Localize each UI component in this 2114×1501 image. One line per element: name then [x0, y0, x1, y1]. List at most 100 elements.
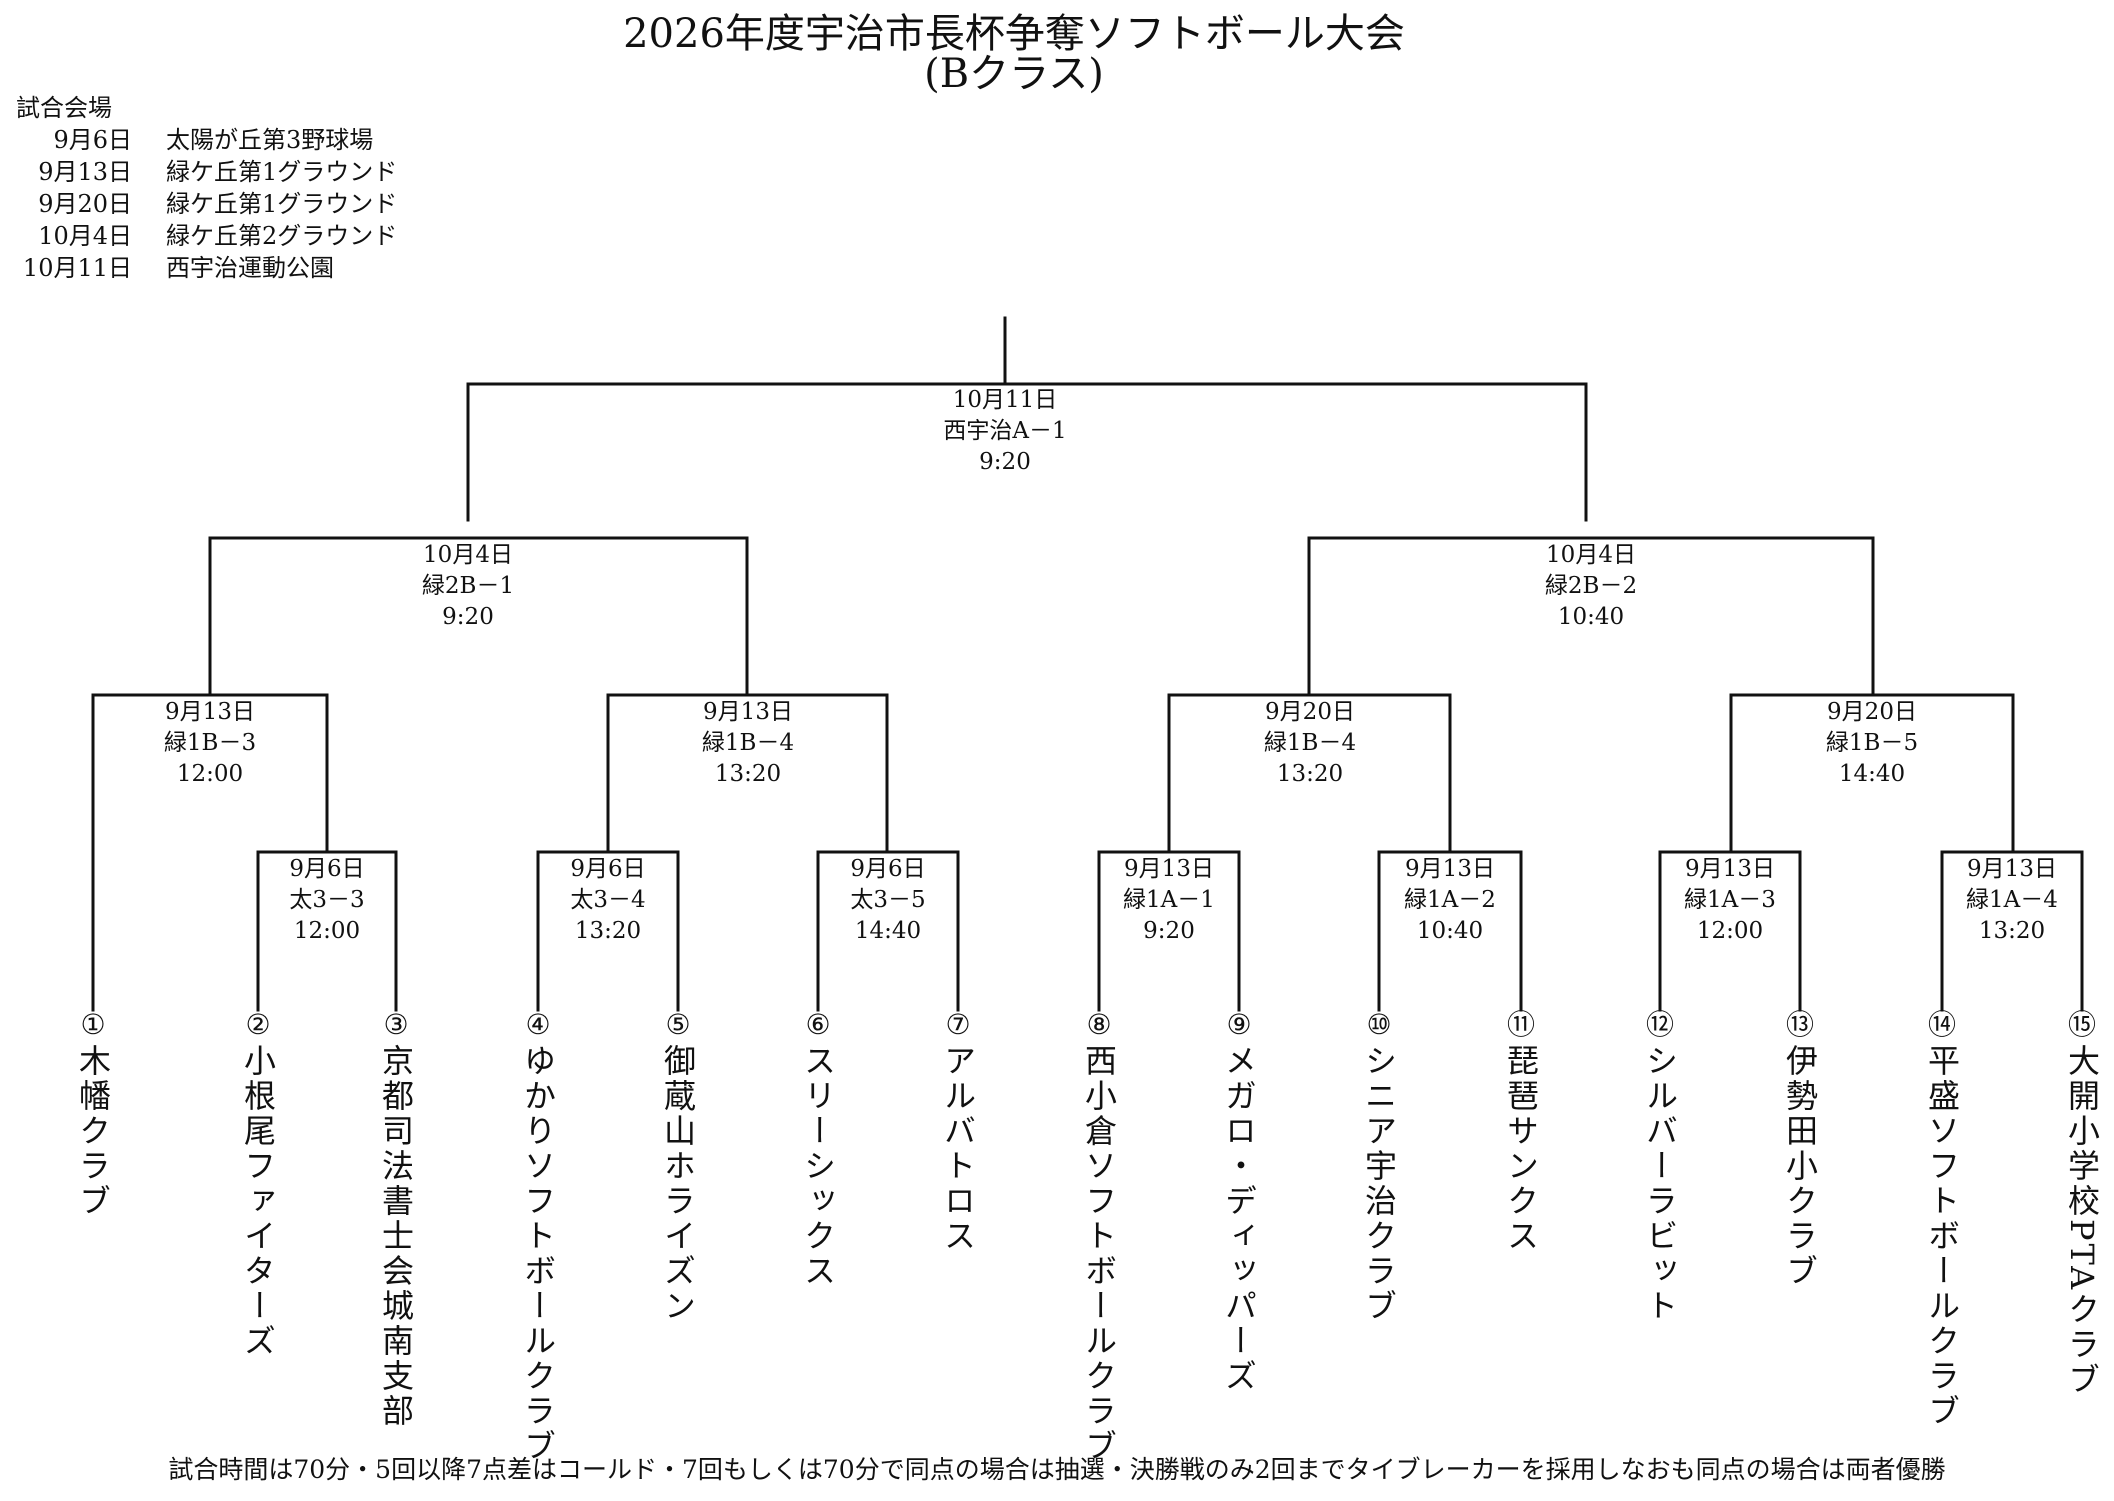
team-number: ⑬	[1785, 1008, 1814, 1041]
team-name: 御蔵山ホライズン	[659, 1044, 697, 1324]
match-date: 9月13日	[1685, 856, 1775, 882]
team-name: 琵琶サンクス	[1502, 1044, 1540, 1254]
team-number: ⑭	[1927, 1008, 1956, 1041]
team-number: ⑮	[2067, 1008, 2096, 1041]
team-name: 木幡クラブ	[74, 1044, 112, 1219]
match-time: 13:20	[714, 761, 782, 787]
venue-place: 西宇治運動公園	[166, 254, 334, 282]
match-date: 9月20日	[1827, 699, 1917, 725]
qf3-bracket	[1167, 693, 1452, 854]
match-qf3: 9月20日 緑1B－4 13:20	[1190, 697, 1430, 790]
team-number: ⑩	[1366, 1008, 1392, 1041]
team-name: メガロ・ディッパーズ	[1220, 1044, 1258, 1394]
match-time: 12:00	[1696, 918, 1764, 944]
final-bracket	[466, 382, 1588, 522]
venue-date: 10月4日	[38, 222, 132, 250]
match-court: 緑2B－2	[1544, 573, 1638, 599]
match-date: 9月6日	[850, 856, 926, 882]
team-number: ⑪	[1506, 1008, 1535, 1041]
team-number: ⑥	[805, 1008, 831, 1041]
match-time: 12:00	[176, 761, 244, 787]
match-court: 緑1B－3	[163, 730, 257, 756]
team-name: 京都司法書士会城南支部	[377, 1044, 415, 1429]
team-name: シニア宇治クラブ	[1360, 1044, 1398, 1324]
match-time: 9:20	[1143, 918, 1195, 944]
match-date: 9月6日	[570, 856, 646, 882]
team-number: ③	[383, 1008, 409, 1041]
team-number: ④	[525, 1008, 551, 1041]
match-time: 14:40	[1838, 761, 1906, 787]
venue-date: 9月6日	[53, 126, 132, 154]
match-court: 太3－5	[850, 887, 926, 913]
match-court: 西宇治A－1	[943, 418, 1067, 444]
match-qf1: 9月13日 緑1B－3 12:00	[90, 697, 330, 790]
match-time: 9:20	[442, 604, 494, 630]
venue-row: 9月20日緑ケ丘第1グラウンド	[14, 188, 397, 220]
venue-list: 試合会場 9月6日太陽が丘第3野球場 9月13日緑ケ丘第1グラウンド 9月20日…	[14, 92, 397, 284]
match-court: 緑1A－2	[1404, 887, 1496, 913]
semifinal-right-bracket	[1307, 536, 1875, 697]
match-time: 9:20	[979, 449, 1031, 475]
team-name: 西小倉ソフトボールクラブ	[1080, 1044, 1118, 1464]
match-court: 緑1A－4	[1966, 887, 2058, 913]
qf4-bracket	[1729, 693, 2015, 854]
match-date: 9月13日	[703, 699, 793, 725]
r1-3-bracket	[816, 850, 960, 1012]
match-date: 9月13日	[1124, 856, 1214, 882]
match-r1-6: 9月13日 緑1A－3 12:00	[1610, 854, 1850, 947]
team-number: ①	[80, 1008, 106, 1041]
match-date: 9月20日	[1265, 699, 1355, 725]
match-date: 9月6日	[289, 856, 365, 882]
team-name: 伊勢田小クラブ	[1781, 1044, 1819, 1289]
r1-2-bracket	[536, 850, 680, 1012]
match-r1-2: 9月6日 太3－4 13:20	[488, 854, 728, 947]
match-semifinal-right: 10月4日 緑2B－2 10:40	[1471, 540, 1711, 633]
venue-place: 緑ケ丘第2グラウンド	[166, 222, 398, 250]
match-court: 太3－4	[570, 887, 646, 913]
match-time: 12:00	[293, 918, 361, 944]
match-date: 9月13日	[165, 699, 255, 725]
page-subtitle: (Bクラス)	[924, 51, 1104, 97]
team-number: ⑨	[1226, 1008, 1252, 1041]
team-number: ⑫	[1645, 1008, 1674, 1041]
match-time: 10:40	[1557, 604, 1625, 630]
venue-place: 太陽が丘第3野球場	[166, 126, 374, 154]
team-name: 大開小学校PTAクラブ	[2063, 1044, 2101, 1398]
team-name: 小根尾ファイターズ	[239, 1044, 277, 1359]
match-r1-3: 9月6日 太3－5 14:40	[768, 854, 1008, 947]
match-time: 13:20	[574, 918, 642, 944]
venue-place: 緑ケ丘第1グラウンド	[166, 158, 398, 186]
team-name: スリーシックス	[799, 1044, 837, 1289]
match-time: 13:20	[1276, 761, 1344, 787]
match-time: 13:20	[1978, 918, 2046, 944]
venue-row: 9月13日緑ケ丘第1グラウンド	[14, 156, 397, 188]
semifinal-left-bracket	[208, 536, 749, 697]
match-date: 10月11日	[952, 387, 1058, 413]
match-r1-1: 9月6日 太3－3 12:00	[207, 854, 447, 947]
team-name: ゆかりソフトボールクラブ	[519, 1044, 557, 1464]
rules-note: 試合時間は70分・5回以降7点差はコールド・7回もしくは70分で同点の場合は抽選…	[168, 1455, 1946, 1484]
match-r1-7: 9月13日 緑1A－4 13:20	[1892, 854, 2114, 947]
venue-date: 10月11日	[22, 254, 132, 282]
team-name: 平盛ソフトボールクラブ	[1923, 1044, 1961, 1429]
match-r1-5: 9月13日 緑1A－2 10:40	[1330, 854, 1570, 947]
match-qf4: 9月20日 緑1B－5 14:40	[1752, 697, 1992, 790]
match-date: 9月13日	[1405, 856, 1495, 882]
match-court: 緑1B－5	[1825, 730, 1919, 756]
venue-row: 9月6日 太陽が丘第3野球場	[14, 124, 397, 156]
match-date: 9月13日	[1967, 856, 2057, 882]
match-court: 緑2B－1	[421, 573, 515, 599]
page-title: 2026年度宇治市長杯争奪ソフトボール大会	[623, 11, 1405, 57]
